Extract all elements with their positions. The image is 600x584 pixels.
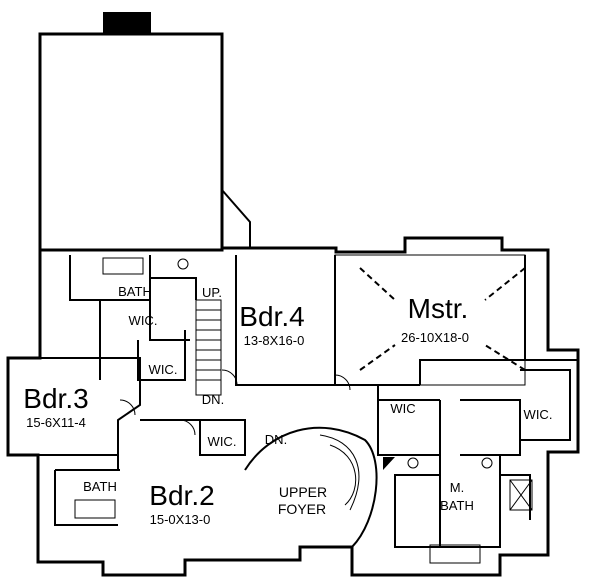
exterior-wall: [6, 236, 580, 577]
master-tray-box: [334, 254, 526, 386]
master-tray: [359, 267, 526, 371]
bdr3-walls: [8, 357, 141, 456]
sink-top: [177, 258, 189, 270]
bdr2-walls: [54, 419, 246, 526]
master-bath-walls: [377, 385, 531, 548]
shower-master: [509, 479, 533, 511]
master-bath-chase: [383, 457, 395, 470]
bdr3-name: Bdr.3: [23, 383, 88, 414]
master-wic-right: [500, 359, 578, 441]
shower-x: [509, 479, 533, 511]
bdr3-dims: 15-6X11-4: [26, 415, 86, 430]
sink-master-b: [481, 457, 493, 469]
bdr4-name: Bdr.4: [239, 301, 304, 332]
chimney: [103, 12, 151, 34]
stair-dn-left-label: DN.: [202, 392, 224, 407]
wic-a-label: WIC.: [129, 313, 158, 328]
bdr2-name: Bdr.2: [149, 480, 214, 511]
sink-master-a: [407, 457, 419, 469]
wic-c-label: WIC.: [208, 434, 237, 449]
stair-dn-foyer-label: DN.: [265, 432, 287, 447]
bath-top-walls: [69, 255, 197, 381]
tub-master: [429, 544, 481, 564]
door-swings: [119, 369, 351, 436]
bdr4-dims: 13-8X16-0: [244, 333, 305, 348]
stair-up-label: UP.: [202, 285, 222, 300]
spiral-stair: [319, 434, 360, 511]
stair-up: [195, 299, 222, 396]
foyer-curve: [244, 426, 378, 548]
bdr2-dims: 15-0X13-0: [150, 512, 211, 527]
master-dims: 26-10X18-0: [401, 330, 469, 345]
tub-top: [102, 257, 144, 275]
upper-foyer-line1: UPPER: [279, 484, 327, 500]
upper-foyer-line2: FOYER: [278, 501, 326, 517]
bath-lower-label: BATH: [83, 479, 117, 494]
wic-master-left-label: WIC: [390, 401, 415, 416]
tub-lower: [74, 499, 116, 519]
master-bath-line2: BATH: [440, 498, 474, 513]
attic-outline: [38, 32, 224, 252]
wic-master-right-label: WIC.: [524, 407, 553, 422]
master-name: Mstr.: [408, 293, 469, 324]
attic-bay: [221, 189, 251, 248]
wic-b-label: WIC.: [149, 362, 178, 377]
bath-top-label: BATH: [118, 284, 152, 299]
master-bath-line1: M.: [450, 480, 464, 495]
